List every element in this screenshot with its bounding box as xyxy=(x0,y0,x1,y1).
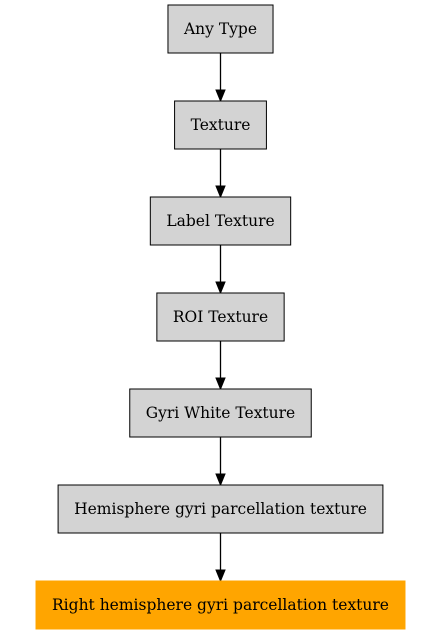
node-label-texture: Label Texture xyxy=(149,196,292,246)
node-box xyxy=(149,196,292,246)
node-label: Label Texture xyxy=(166,212,274,230)
node-roi-texture: ROI Texture xyxy=(156,292,285,342)
node-label: Right hemisphere gyri parcellation textu… xyxy=(52,596,389,614)
node-box xyxy=(156,292,285,342)
edge-any-type-to-texture xyxy=(215,53,226,103)
node-right-hemisphere-gyri-parcellation-texture: Right hemisphere gyri parcellation textu… xyxy=(35,580,406,630)
node-box xyxy=(167,4,274,54)
arrowhead-icon xyxy=(215,473,226,487)
edge-label-texture-to-roi-texture xyxy=(215,245,226,295)
node-texture: Texture xyxy=(174,100,267,150)
arrowhead-icon xyxy=(215,281,226,295)
edge-roi-texture-to-gyri-white-texture xyxy=(215,341,226,391)
node-label: Gyri White Texture xyxy=(146,404,295,422)
edge-hemisphere-gyri-parcellation-texture-to-right-hemisphere-gyri-parcellation-texture xyxy=(215,533,226,583)
node-box xyxy=(129,388,312,438)
node-label: Hemisphere gyri parcellation texture xyxy=(74,500,367,518)
arrowhead-icon xyxy=(215,377,226,391)
node-box xyxy=(174,100,267,150)
node-box xyxy=(57,484,384,534)
node-label: Any Type xyxy=(183,20,257,38)
arrowhead-icon xyxy=(215,89,226,103)
node-any-type: Any Type xyxy=(167,4,274,54)
arrowhead-icon xyxy=(215,569,226,583)
node-box xyxy=(35,580,406,630)
edges-layer xyxy=(215,53,226,583)
edge-gyri-white-texture-to-hemisphere-gyri-parcellation-texture xyxy=(215,437,226,487)
arrowhead-icon xyxy=(215,185,226,199)
node-hemisphere-gyri-parcellation-texture: Hemisphere gyri parcellation texture xyxy=(57,484,384,534)
node-label: Texture xyxy=(191,116,251,134)
node-gyri-white-texture: Gyri White Texture xyxy=(129,388,312,438)
node-label: ROI Texture xyxy=(173,308,268,326)
edge-texture-to-label-texture xyxy=(215,149,226,199)
